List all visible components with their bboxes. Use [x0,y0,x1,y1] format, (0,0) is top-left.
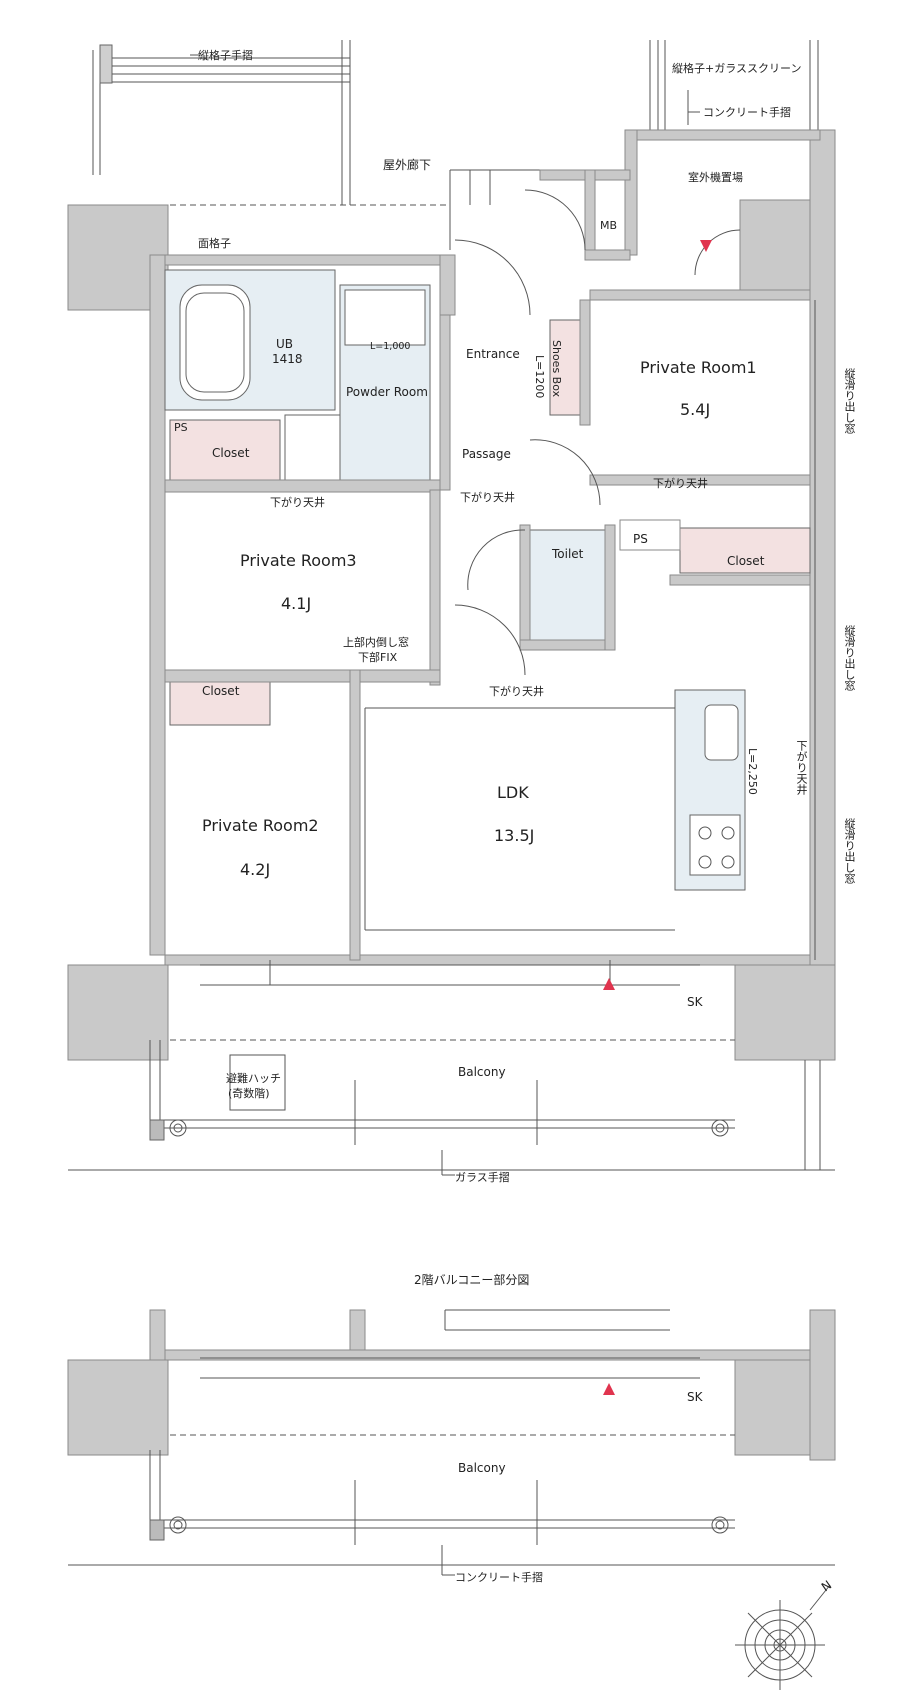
compass-icon [735,1584,831,1690]
label-ps2: PS [633,532,648,546]
label-private-room3-area: 4.1J [281,594,312,613]
label-hatch-2: (奇数階) [228,1087,270,1100]
label-mb: MB [600,219,618,232]
label-hatch-1: 避難ハッチ [226,1072,281,1085]
label-entrance-dim: L=1200 [533,355,546,399]
label-private-room2: Private Room2 [202,816,319,835]
label-sk: SK [687,995,703,1009]
label-upper-window-1: 上部内倒し窓 [343,636,409,649]
label-ldk-area: 13.5J [494,826,535,845]
label-private-room2-area: 4.2J [240,860,271,879]
label-private-room1: Private Room1 [640,358,757,377]
label-ldk: LDK [497,783,529,802]
label-shoes-box: Shoes Box [550,340,563,398]
label-entrance: Entrance [466,347,520,361]
label-window-2: 縦滑り出し窓 [843,625,856,691]
label-powder-room: Powder Room [346,385,428,399]
label-sagari-tenjo-4: 下がり天井 [489,685,544,698]
label-powder-dim: L=1,000 [370,341,411,352]
label-outdoor-corridor: 屋外廊下 [383,158,432,172]
label-outdoor-unit: 室外機置場 [688,171,743,184]
label-concrete-rail-2f: コンクリート手摺 [455,1571,543,1584]
label-private-room3: Private Room3 [240,551,357,570]
label-closet3: Closet [202,684,240,698]
label-sagari-tenjo-2: 下がり天井 [460,491,515,504]
label-sk-2f: SK [687,1390,703,1404]
label-ub: UB [276,337,294,351]
label-window-1: 縦滑り出し窓 [843,368,856,434]
label-concrete-rail: コンクリート手摺 [703,106,791,119]
label-ps1: PS [174,421,188,434]
label-men-koshi: 面格子 [198,237,231,250]
label-passage: Passage [462,447,511,461]
label-balcony-2f: Balcony [458,1461,506,1475]
label-tate-koshi: 縦格子手摺 [198,49,253,62]
label-window-3: 縦滑り出し窓 [843,818,856,884]
second-floor-title: 2階バルコニー部分図 [414,1273,530,1287]
label-sagari-tenjo-3: 下がり天井 [653,477,708,490]
label-toilet: Toilet [552,547,584,561]
label-balcony: Balcony [458,1065,506,1079]
label-upper-window-2: 下部FIX [358,651,398,664]
label-ub-size: 1418 [272,352,303,366]
label-sagari-tenjo-1: 下がり天井 [270,496,325,509]
label-glass-rail: ガラス手摺 [455,1171,510,1184]
label-kitchen-dim: L=2,250 [746,748,759,795]
label-tate-koshi-glass: 縦格子+ガラススクリーン [672,62,802,75]
label-private-room1-area: 5.4J [680,400,711,419]
label-closet2: Closet [727,554,765,568]
label-closet1: Closet [212,446,250,460]
label-sagari-tenjo-5: 下がり天井 [795,740,808,795]
